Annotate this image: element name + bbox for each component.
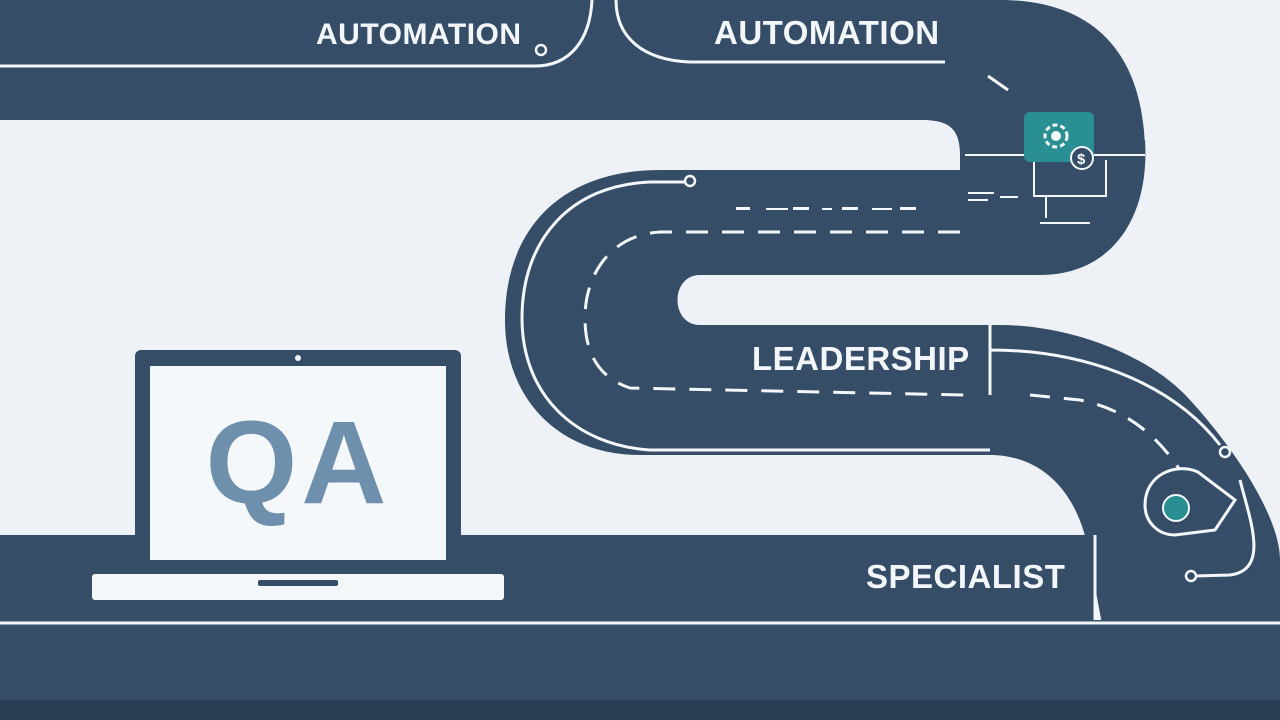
road-markings xyxy=(1040,222,1090,224)
road-node xyxy=(683,174,697,188)
badge-icon: $ xyxy=(1070,146,1094,170)
road-markings xyxy=(736,192,1018,210)
road-line-leadership xyxy=(988,325,1222,446)
road-segment-middle xyxy=(505,140,1280,720)
road-dashes-middle xyxy=(583,230,966,397)
label-automation-left: AUTOMATION xyxy=(316,18,522,51)
road-line-middle-edge xyxy=(520,180,990,452)
road-node xyxy=(534,43,548,57)
road-node xyxy=(1218,445,1232,459)
road-bottom-shade xyxy=(0,700,1280,720)
badge-connector xyxy=(1033,160,1107,218)
label-specialist: SPECIALIST xyxy=(866,558,1066,595)
road-line-target-hook xyxy=(1194,479,1256,578)
road-line-top-left xyxy=(0,0,594,68)
svg-text:$: $ xyxy=(1077,151,1086,168)
road-segment-top xyxy=(0,0,1145,155)
label-leadership: LEADERSHIP xyxy=(752,340,970,377)
label-automation-right: AUTOMATION xyxy=(714,14,940,51)
road-line-top-right xyxy=(614,0,945,64)
laptop-icon xyxy=(92,350,504,600)
target-icon xyxy=(1143,467,1238,537)
road-node xyxy=(1184,569,1198,583)
road-dashes-lower xyxy=(1029,393,1182,471)
laptop-screen-text: QA xyxy=(205,397,391,529)
